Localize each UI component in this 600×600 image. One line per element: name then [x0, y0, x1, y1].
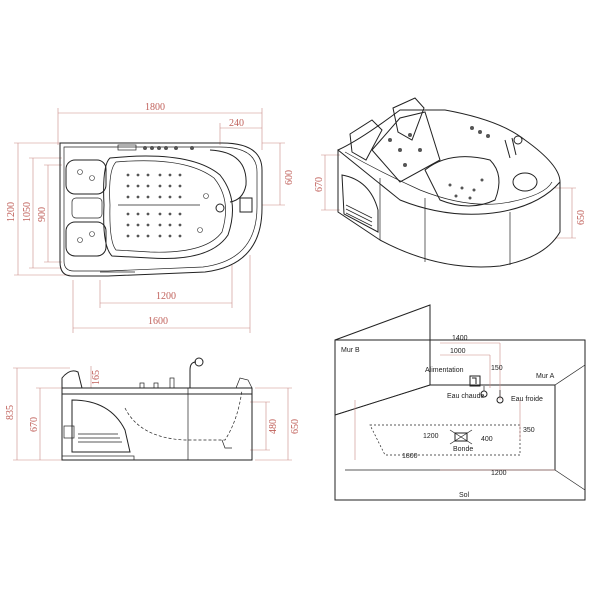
- dim-350: 350: [523, 427, 535, 434]
- room-wall-a: [429, 305, 556, 470]
- label-mur-a: Mur A: [536, 373, 555, 380]
- room-frame: [334, 339, 586, 501]
- iso-headrest-1: [349, 119, 383, 161]
- iso-side-panel: [341, 174, 379, 233]
- tub-rim: [63, 146, 258, 272]
- side-window: [71, 399, 131, 453]
- floor-zone: [369, 424, 521, 456]
- center-console: [71, 197, 103, 219]
- side-body: [61, 387, 253, 461]
- label-eau-froide: Eau froide: [511, 396, 543, 403]
- dim-165: 165: [91, 370, 102, 385]
- iso-basin: [424, 156, 500, 207]
- top-view: 1800 240 600 1200 1050 900 1200 1600: [6, 102, 295, 333]
- dim-floor-1200a: 1200: [423, 433, 439, 440]
- dim-600: 600: [284, 170, 295, 185]
- dim-1050: 1050: [22, 202, 33, 222]
- control-strip: [117, 144, 137, 151]
- iso-view: 670 650: [314, 97, 587, 268]
- label-mur-b: Mur B: [341, 347, 360, 354]
- iso-headrest-2: [392, 97, 425, 141]
- label-eau-chaude: Eau chaude: [447, 393, 484, 400]
- dim-150: 150: [491, 365, 503, 372]
- side-faucet: [189, 361, 197, 388]
- label-bonde: Bonde: [453, 446, 473, 453]
- basin-floor: [109, 160, 226, 253]
- dim-floor-1200b: 1200: [491, 470, 507, 477]
- iso-seat: [371, 111, 441, 183]
- iso-body: [337, 150, 561, 268]
- air-jets: [126, 173, 182, 238]
- iso-rim: [337, 109, 561, 215]
- dim-670-side: 670: [29, 417, 40, 432]
- side-shower-head: [194, 357, 204, 367]
- dim-1400: 1400: [452, 335, 468, 342]
- dim-floor-1800: 1800: [402, 453, 418, 460]
- headrest-bottom: [65, 221, 107, 257]
- side-headrest: [61, 370, 83, 389]
- tub-outline: [59, 142, 263, 277]
- dim-1000: 1000: [450, 348, 466, 355]
- headrest-top: [65, 159, 107, 195]
- side-view: 835 670 165 480 650: [5, 357, 301, 461]
- dim-650-side: 650: [290, 419, 301, 434]
- dim-900: 900: [37, 207, 48, 222]
- iso-faucet: [504, 137, 517, 159]
- dim-floor-400: 400: [481, 436, 493, 443]
- control-panel: [239, 197, 253, 213]
- dim-650-iso: 650: [576, 210, 587, 225]
- supply-box: [469, 375, 481, 387]
- inner-basin: [103, 155, 233, 259]
- room-wall-b: [334, 304, 431, 416]
- drain-outlet: [215, 203, 225, 213]
- label-sol: Sol: [459, 492, 470, 499]
- dim-1800: 1800: [145, 102, 165, 113]
- dim-480: 480: [268, 419, 279, 434]
- drain-icon: [454, 432, 468, 442]
- label-alimentation: Alimentation: [425, 367, 464, 374]
- dim-240: 240: [229, 118, 244, 129]
- dim-1600: 1600: [148, 316, 168, 327]
- dim-1200-left: 1200: [6, 202, 17, 222]
- iso-shower-head: [513, 135, 523, 145]
- dim-1200-bottom: 1200: [156, 291, 176, 302]
- iso-headrest-right: [512, 172, 538, 192]
- dim-835: 835: [5, 405, 16, 420]
- room-view: Mur B Mur A Alimentation Eau chaude Eau …: [334, 304, 586, 501]
- dim-670-iso: 670: [314, 177, 325, 192]
- handle-curve: [209, 149, 247, 203]
